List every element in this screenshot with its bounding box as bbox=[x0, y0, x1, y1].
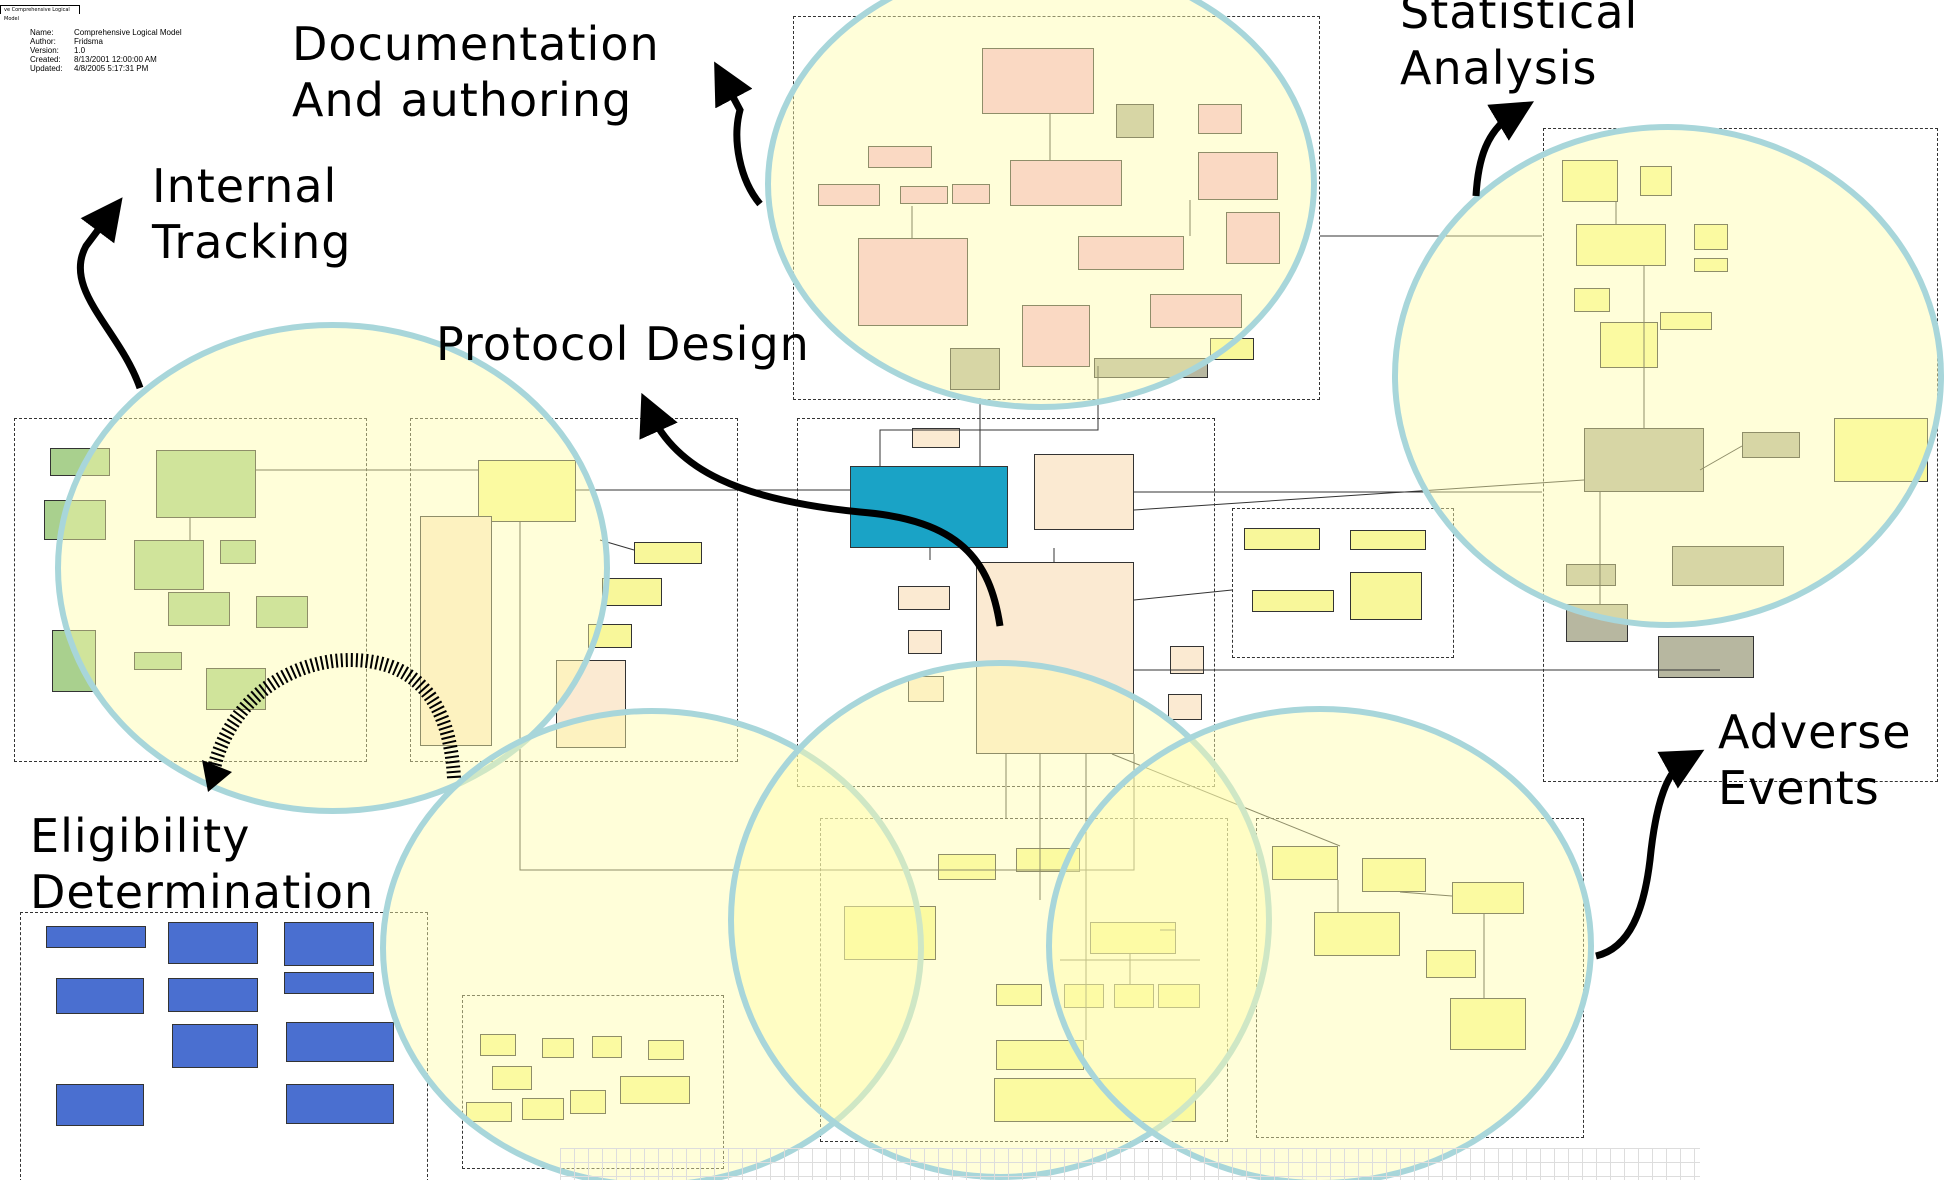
class-box bbox=[56, 978, 144, 1014]
callout-line: And authoring bbox=[292, 73, 633, 127]
model-info-key: Name: bbox=[30, 28, 54, 37]
class-box bbox=[284, 922, 374, 966]
callout-internal: Internal Tracking bbox=[152, 158, 352, 270]
class-box bbox=[1168, 694, 1202, 720]
model-info-row: Updated: 4/8/2005 5:17:31 PM bbox=[30, 64, 182, 73]
topic-circle bbox=[1046, 706, 1594, 1180]
class-box bbox=[168, 978, 258, 1012]
callout-line: Statistical bbox=[1400, 0, 1639, 39]
model-info-row: Author: Fridsma bbox=[30, 37, 182, 46]
diagram-tab[interactable]: ve Comprehensive Logical Model bbox=[0, 5, 80, 22]
model-info-key: Version: bbox=[30, 46, 59, 55]
topic-circle bbox=[55, 322, 610, 814]
class-box bbox=[634, 542, 702, 564]
callout-statistical: Statistical Analysis bbox=[1400, 0, 1638, 96]
class-box bbox=[284, 972, 374, 994]
callout-line: Events bbox=[1718, 761, 1880, 815]
class-box bbox=[286, 1084, 394, 1124]
class-box bbox=[898, 586, 950, 610]
model-info-key: Author: bbox=[30, 37, 56, 46]
background-grid bbox=[560, 1148, 1700, 1180]
class-box bbox=[1034, 454, 1134, 530]
class-box bbox=[1170, 646, 1204, 674]
callout-eligibility: Eligibility Determination bbox=[30, 808, 374, 920]
class-box bbox=[1350, 572, 1422, 620]
callout-line: Documentation bbox=[292, 17, 660, 71]
class-box bbox=[56, 1084, 144, 1126]
callout-line: Internal bbox=[152, 159, 338, 213]
class-box bbox=[1252, 590, 1334, 612]
callout-line: Eligibility bbox=[30, 809, 251, 863]
class-box bbox=[46, 926, 146, 948]
class-box bbox=[1658, 636, 1754, 678]
callout-line: Adverse bbox=[1718, 705, 1912, 759]
callout-line: Determination bbox=[30, 865, 375, 919]
class-box bbox=[602, 578, 662, 606]
model-info-value: 1.0 bbox=[74, 46, 86, 55]
callout-documentation: Documentation And authoring bbox=[292, 16, 660, 128]
class-box bbox=[172, 1024, 258, 1068]
model-info-key: Updated: bbox=[30, 64, 63, 73]
class-box bbox=[286, 1022, 394, 1062]
callout-line: Tracking bbox=[152, 215, 352, 269]
model-info-row: Name: Comprehensive Logical Model bbox=[30, 28, 182, 37]
topic-circle bbox=[765, 0, 1317, 410]
model-info-row: Version: 1.0 bbox=[30, 46, 182, 55]
model-info-value: 4/8/2005 5:17:31 PM bbox=[74, 64, 149, 73]
model-info-value: Fridsma bbox=[74, 37, 103, 46]
model-info-row: Created: 8/13/2001 12:00:00 AM bbox=[30, 55, 182, 64]
class-box bbox=[168, 922, 258, 964]
topic-circle bbox=[1392, 124, 1944, 628]
class-box bbox=[1350, 530, 1426, 550]
callout-adverse: Adverse Events bbox=[1718, 704, 1912, 816]
class-box bbox=[908, 630, 942, 654]
callout-line: Protocol Design bbox=[436, 317, 810, 371]
callout-protocol: Protocol Design bbox=[436, 316, 810, 372]
model-info-value: 8/13/2001 12:00:00 AM bbox=[74, 55, 157, 64]
class-box bbox=[912, 428, 960, 448]
model-info: Name: Comprehensive Logical Model Author:… bbox=[30, 28, 182, 73]
class-box bbox=[850, 466, 1008, 548]
model-info-key: Created: bbox=[30, 55, 61, 64]
class-box bbox=[1244, 528, 1320, 550]
package-zone bbox=[1232, 508, 1454, 658]
model-info-value: Comprehensive Logical Model bbox=[74, 28, 182, 37]
callout-line: Analysis bbox=[1400, 41, 1598, 95]
